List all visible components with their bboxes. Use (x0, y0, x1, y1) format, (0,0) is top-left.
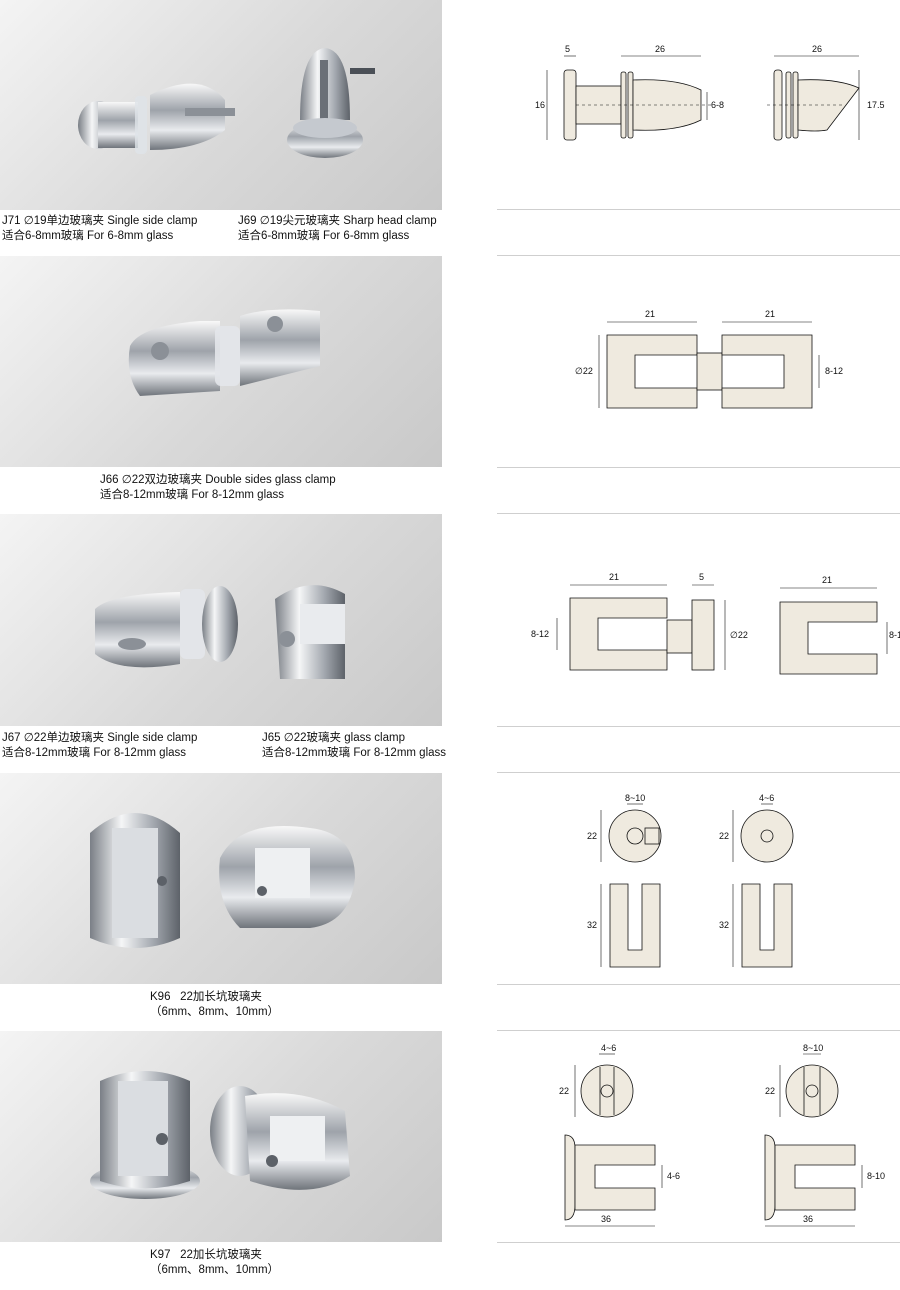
product-photo-j66 (0, 256, 442, 467)
dim-j67-glass: 8-12 (531, 629, 549, 639)
j67-clamp-image (95, 586, 238, 668)
dim-j66-right-width: 21 (765, 309, 775, 319)
product-title: ∅19尖元玻璃夹 Sharp head clamp (259, 215, 437, 227)
dim-j71-height: 16 (535, 100, 545, 110)
k96-front-views (609, 883, 793, 968)
dim-j69-length: 26 (812, 44, 822, 54)
divider (497, 1030, 900, 1031)
divider (497, 1242, 900, 1243)
caption-k96: K96 22加长坑玻璃夹 （6mm、8mm、10mm） (150, 990, 279, 1020)
dim-j71-length: 26 (655, 44, 665, 54)
divider (497, 984, 900, 985)
dim-k97-glass-a: 4-6 (667, 1171, 680, 1181)
dim-j65-glass: 8-1 (889, 630, 900, 640)
technical-drawing-j66: 21 21 ∅22 8-12 (497, 300, 900, 420)
j67-top-view (569, 597, 715, 671)
k96-clamp-image (90, 813, 180, 948)
caption-j67: J67 ∅22单边玻璃夹 Single side clamp 适合8-12mm玻… (2, 731, 197, 761)
caption-j71: J71 ∅19单边玻璃夹 Single side clamp 适合6-8mm玻璃… (2, 214, 197, 244)
glass-spec: 适合6-8mm玻璃 For 6-8mm glass (238, 230, 410, 242)
divider (497, 209, 900, 210)
product-photo-j67-j65 (0, 514, 442, 726)
technical-drawing-k96: 8~10 22 4~6 22 32 32 (497, 792, 900, 974)
product-title: ∅22双边玻璃夹 Double sides glass clamp (121, 474, 336, 486)
size-options: （6mm、8mm、10mm） (150, 1264, 280, 1276)
size-options: （6mm、8mm、10mm） (150, 1006, 280, 1018)
dim-k96-slot-b: 4~6 (759, 793, 774, 803)
product-title: ∅22玻璃夹 glass clamp (283, 732, 405, 744)
product-title: ∅19单边玻璃夹 Single side clamp (23, 215, 198, 227)
product-photo-k96 (0, 773, 442, 984)
k97-side-views (564, 1134, 856, 1221)
dim-j66-glass: 8-12 (825, 366, 843, 376)
caption-j66: J66 ∅22双边玻璃夹 Double sides glass clamp 适合… (100, 473, 336, 503)
dim-k96-diameter-b: 22 (719, 831, 729, 841)
product-code: J67 (2, 732, 21, 744)
k97-top-views (580, 1064, 839, 1118)
divider (497, 467, 900, 468)
dim-k96-height-a: 32 (587, 920, 597, 930)
dim-k97-diameter-a: 22 (559, 1086, 569, 1096)
j65-clamp-image (275, 585, 345, 679)
caption-j65: J65 ∅22玻璃夹 glass clamp 适合8-12mm玻璃 For 8-… (262, 731, 446, 761)
j69-clamp-image (287, 48, 375, 158)
glass-spec: 适合6-8mm玻璃 For 6-8mm glass (2, 230, 174, 242)
divider (497, 513, 900, 514)
dim-k97-length-b: 36 (803, 1214, 813, 1224)
glass-spec: 适合8-12mm玻璃 For 8-12mm glass (262, 747, 447, 759)
product-photo-j71-j69 (0, 0, 442, 210)
caption-j69: J69 ∅19尖元玻璃夹 Sharp head clamp 适合6-8mm玻璃 … (238, 214, 437, 244)
dim-j69-height: 17.5 (867, 100, 885, 110)
j66-clamp-image (128, 309, 320, 396)
glass-spec: 适合8-12mm玻璃 For 8-12mm glass (100, 489, 285, 501)
dim-j71-base: 5 (565, 44, 570, 54)
dim-j67-width: 21 (609, 572, 619, 582)
k97-clamp-image (90, 1071, 200, 1199)
product-code: K97 (150, 1249, 171, 1261)
dim-k96-slot-a: 8~10 (625, 793, 645, 803)
dim-k97-glass-b: 8-10 (867, 1171, 885, 1181)
dim-k96-diameter-a: 22 (587, 831, 597, 841)
j65-top-view (779, 601, 878, 675)
dim-j71-glass: 6-8 (711, 100, 724, 110)
product-title: ∅22单边玻璃夹 Single side clamp (23, 732, 198, 744)
product-code: J65 (262, 732, 281, 744)
product-title: 22加长坑玻璃夹 (180, 1249, 262, 1261)
technical-drawing-k97: 4~6 22 4-6 36 8~10 22 8-10 36 (497, 1040, 900, 1230)
product-photo-k97 (0, 1031, 442, 1242)
k97-side-clamp-image (210, 1086, 350, 1190)
dim-k97-slot-a: 4~6 (601, 1043, 616, 1053)
product-code: K96 (150, 991, 171, 1003)
product-code: J66 (100, 474, 119, 486)
technical-drawing-j67-j65: 21 5 8-12 ∅22 21 8-1 (497, 560, 900, 685)
product-title: 22加长坑玻璃夹 (180, 991, 262, 1003)
dim-k97-diameter-b: 22 (765, 1086, 775, 1096)
dim-k96-height-b: 32 (719, 920, 729, 930)
divider (497, 772, 900, 773)
caption-k97: K97 22加长坑玻璃夹 （6mm、8mm、10mm） (150, 1248, 279, 1278)
technical-drawing-j71-j69: 5 26 16 6-8 26 17.5 (497, 40, 900, 160)
dim-k97-length-a: 36 (601, 1214, 611, 1224)
product-code: J71 (2, 215, 21, 227)
k96-top-views (608, 809, 794, 863)
k96-side-clamp-image (219, 826, 355, 928)
dim-j66-left-width: 21 (645, 309, 655, 319)
j66-top-view (606, 334, 813, 409)
j71-clamp-image (78, 83, 235, 154)
dim-j65-width: 21 (822, 575, 832, 585)
dim-j66-diameter: ∅22 (575, 366, 593, 376)
product-code: J69 (238, 215, 257, 227)
divider (497, 255, 900, 256)
dim-k97-slot-b: 8~10 (803, 1043, 823, 1053)
dim-j67-diameter: ∅22 (730, 630, 748, 640)
glass-spec: 适合8-12mm玻璃 For 8-12mm glass (2, 747, 187, 759)
dim-j67-base: 5 (699, 572, 704, 582)
divider (497, 726, 900, 727)
